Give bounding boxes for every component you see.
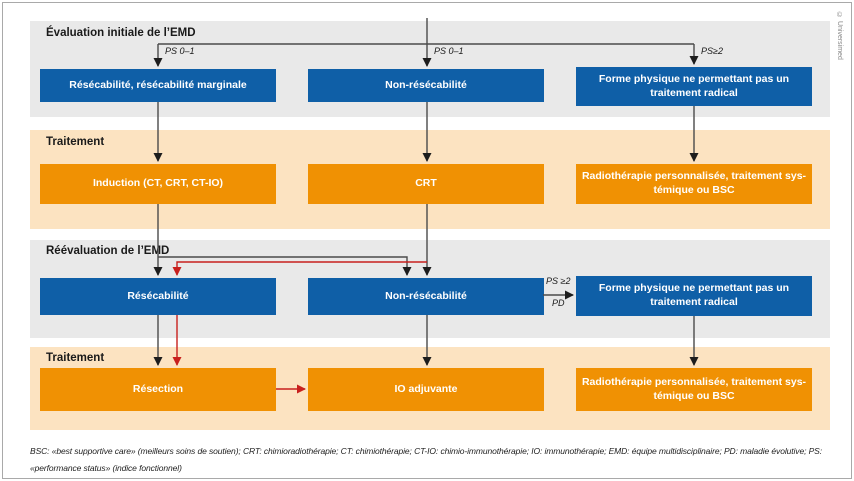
box-text: Non-résécabilité	[385, 289, 467, 302]
box-text: Non-résécabilité	[385, 78, 467, 91]
box-text-line: témique ou BSC	[653, 389, 735, 402]
box-resectability: Résécabilité	[40, 278, 276, 315]
box-text-line: Radiothérapie personnalisée, traitement …	[581, 375, 807, 388]
box-text: Résection	[132, 382, 184, 395]
band-reevaluation-label: Réévaluation de l’EMD	[46, 245, 170, 257]
box-non-resectability-reeval: Non-résécabilité	[308, 278, 544, 315]
abbreviations-footnote: BSC: «best supportive care» (meilleurs s…	[30, 443, 842, 477]
box-unfit-radical-treatment-initial: Forme physique ne permettant pas un trai…	[576, 67, 812, 106]
credit-universimed: © Universimed	[836, 12, 843, 60]
box-text-line: traitement radical	[650, 296, 738, 308]
band-treatment-2-label: Traitement	[46, 352, 105, 364]
box-text-line: témique ou BSC	[653, 184, 735, 196]
box-crt: CRT	[308, 164, 544, 204]
footnote-line: «performance status» (indice fonctionnel…	[30, 463, 182, 473]
footnote-line: BSC: «best supportive care» (meilleurs s…	[30, 446, 822, 456]
box-text: IO adjuvante	[394, 382, 458, 395]
box-text: Résécabilité, résécabilité marginale	[69, 78, 247, 91]
label-ps2-col3: PS≥2	[701, 46, 723, 56]
label-ps01-col1: PS 0–1	[165, 46, 195, 56]
box-text: CRT	[415, 177, 437, 190]
label-progression-ps2: PS ≥2	[546, 276, 571, 286]
box-resectability-marginal: Résécabilité, résécabilité marginale	[40, 69, 276, 102]
box-adjuvant-io: IO adjuvante	[308, 368, 544, 411]
box-text-line: Forme physique ne permettant pas un	[598, 282, 790, 295]
box-induction: Induction (CT, CRT, CT-IO)	[40, 164, 276, 204]
box-resection: Résection	[40, 368, 276, 411]
box-personalized-radiotherapy-2: Radiothérapie personnalisée, traitement …	[576, 368, 812, 411]
box-text-line: traitement radical	[650, 86, 738, 99]
box-unfit-radical-treatment-reeval: Forme physique ne permettant pas un trai…	[576, 276, 812, 316]
label-ps01-col2: PS 0–1	[434, 46, 464, 56]
box-non-resectability-initial: Non-résécabilité	[308, 69, 544, 102]
band-initial-evaluation-label: Évaluation initiale de l’EMD	[46, 27, 196, 39]
box-text: Induction (CT, CRT, CT-IO)	[92, 177, 224, 190]
box-personalized-radiotherapy-1: Radiothérapie personnalisée, traitement …	[576, 164, 812, 204]
label-progression-pd: PD	[552, 298, 565, 308]
box-text-line: Radiothérapie personnalisée, traitement …	[581, 170, 807, 183]
band-treatment-1-label: Traitement	[46, 136, 105, 148]
box-text: Résécabilité	[127, 289, 189, 302]
box-text-line: Forme physique ne permettant pas un	[598, 72, 790, 85]
